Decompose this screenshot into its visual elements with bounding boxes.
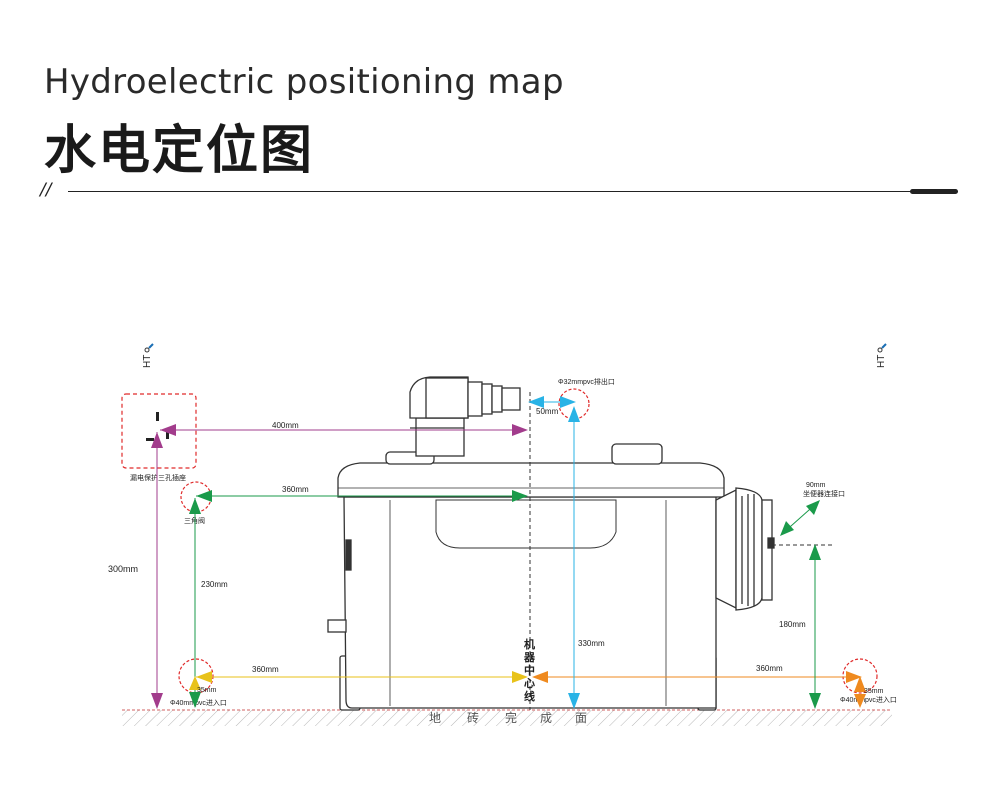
left-tag: HT	[142, 343, 154, 368]
left-inlet-marker: Φ40mmpvc进入口	[170, 658, 227, 707]
centerline-char: 器	[523, 651, 536, 664]
dim-label: 300mm	[108, 564, 138, 574]
dim-right-inlet-height: 35mm	[854, 676, 884, 708]
left-inlet-label: Φ40mmpvc进入口	[170, 699, 227, 707]
toilet-port-label: 90mm 坐便器连接口	[803, 482, 845, 498]
dim-socket-to-center: 400mm	[160, 421, 528, 436]
dim-valve-to-center: 360mm	[196, 485, 528, 502]
title-divider-accent	[910, 189, 958, 194]
svg-text:HT: HT	[876, 355, 887, 368]
svg-text:90mm: 90mm	[806, 482, 826, 489]
floor	[122, 709, 892, 726]
dim-valve-height: 230mm	[189, 498, 228, 708]
centerline-char: 中	[524, 663, 535, 677]
dim-outlet-offset: 50mm	[528, 396, 576, 416]
socket-label: 漏电保护三孔插座	[130, 473, 186, 482]
dim-label: 35mm	[197, 687, 217, 694]
floor-char: 砖	[467, 710, 479, 725]
dim-label: 35mm	[864, 688, 884, 695]
dim-toilet-port-height: 180mm	[779, 544, 821, 709]
page-title-zh: 水电定位图	[44, 121, 315, 181]
svg-text:坐便器连接口: 坐便器连接口	[803, 489, 845, 498]
socket-marker: 漏电保护三孔插座	[121, 393, 197, 482]
dim-outlet-height: 330mm	[568, 406, 605, 709]
right-inlet-label: Φ40mmpvc进入口	[840, 696, 897, 704]
centerline-char: 线	[524, 689, 535, 703]
right-tag: HT	[876, 343, 887, 368]
title-divider	[68, 191, 958, 192]
dim-label: 230mm	[201, 580, 228, 589]
floor-char: 成	[540, 711, 552, 725]
dim-label: 360mm	[252, 665, 279, 674]
dim-label: 330mm	[578, 639, 605, 648]
dim-label: 50mm	[536, 407, 559, 416]
floor-label: 地 砖 完 成 面	[429, 710, 587, 725]
dim-toilet-port-size	[780, 500, 820, 536]
right-inlet-marker: Φ40mmpvc进入口	[840, 658, 897, 704]
toilet-connector	[715, 487, 775, 611]
outlet-label: Φ32mmpvc排出口	[558, 377, 615, 386]
dim-label: 400mm	[272, 421, 299, 430]
floor-char: 面	[575, 711, 587, 725]
outlet-marker: Φ32mmpvc排出口	[558, 377, 615, 420]
dim-right-inlet-to-center: 360mm	[532, 664, 862, 683]
dim-left-inlet-height: 35mm	[189, 676, 217, 694]
dim-label: 360mm	[282, 485, 309, 494]
centerline-char: 心	[524, 677, 535, 690]
centerline-label: 机 器 中 心 线	[523, 637, 536, 703]
section-mark: //	[40, 180, 52, 200]
page-title-en: Hydroelectric positioning map	[44, 62, 564, 102]
centerline-char: 机	[524, 637, 535, 651]
outlet-pipe	[409, 376, 521, 457]
floor-char: 完	[505, 710, 517, 725]
dim-label: 180mm	[779, 620, 806, 629]
floor-char: 地	[429, 711, 441, 725]
dim-left-inlet-to-center: 360mm	[196, 665, 528, 683]
dim-socket-height: 300mm	[108, 432, 163, 709]
dim-label: 360mm	[756, 664, 783, 673]
svg-text:HT: HT	[142, 355, 153, 368]
